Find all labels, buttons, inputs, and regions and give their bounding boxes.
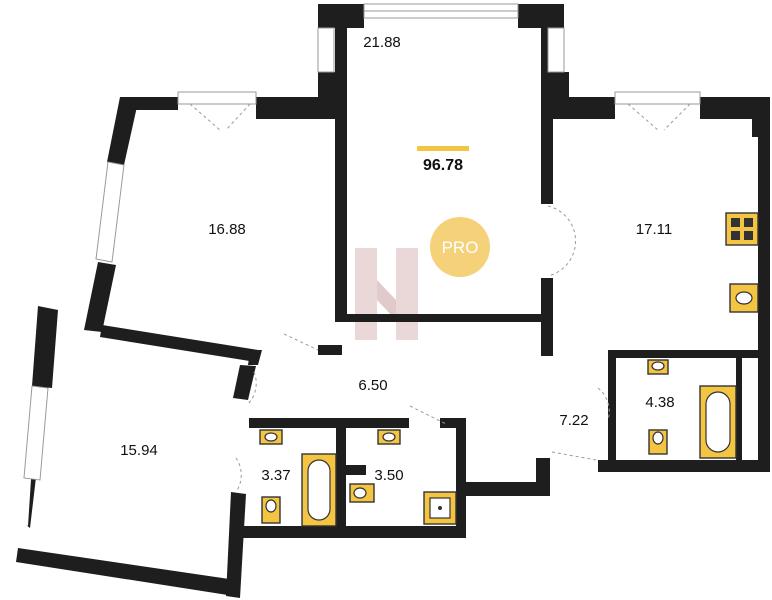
sink-right-icon <box>647 359 669 375</box>
room-area-label: 16.88 <box>208 221 246 238</box>
watermark-logo <box>355 248 418 340</box>
window-top-left-side <box>317 27 335 73</box>
total-area-bar <box>417 146 469 151</box>
window-top-right-side <box>547 27 565 73</box>
stove-icon <box>725 212 759 246</box>
sink-left-icon <box>259 429 283 445</box>
shower-icon <box>423 491 457 525</box>
toilet-left-icon <box>261 496 281 524</box>
windows <box>23 3 701 481</box>
doors <box>189 103 691 493</box>
room-area-label: 17.11 <box>636 221 672 238</box>
pro-badge: PRO <box>430 217 490 277</box>
room-area-label: 3.37 <box>261 467 290 484</box>
room-area-label: 7.22 <box>559 412 588 429</box>
toilet-center-icon <box>349 483 375 503</box>
room-area-label: 4.38 <box>645 394 674 411</box>
room-area-label: 21.88 <box>363 34 401 51</box>
kitchen-sink-icon <box>729 283 759 313</box>
bathtub-left-icon <box>301 453 337 527</box>
room-area-label: 15.94 <box>120 442 158 459</box>
window-left-upper <box>177 91 257 105</box>
total-area-label: 96.78 <box>423 157 463 174</box>
window-left-side-upper <box>95 161 125 263</box>
pro-badge-text: PRO <box>442 238 479 257</box>
fixtures <box>259 212 759 527</box>
room-area-label: 6.50 <box>358 377 387 394</box>
window-right-upper <box>614 91 701 105</box>
room-area-label: 3.50 <box>374 467 403 484</box>
toilet-right-icon <box>648 429 668 455</box>
bathtub-right-icon <box>699 385 737 459</box>
window-left-side-lower <box>23 385 49 481</box>
sink-center-icon <box>377 429 401 445</box>
